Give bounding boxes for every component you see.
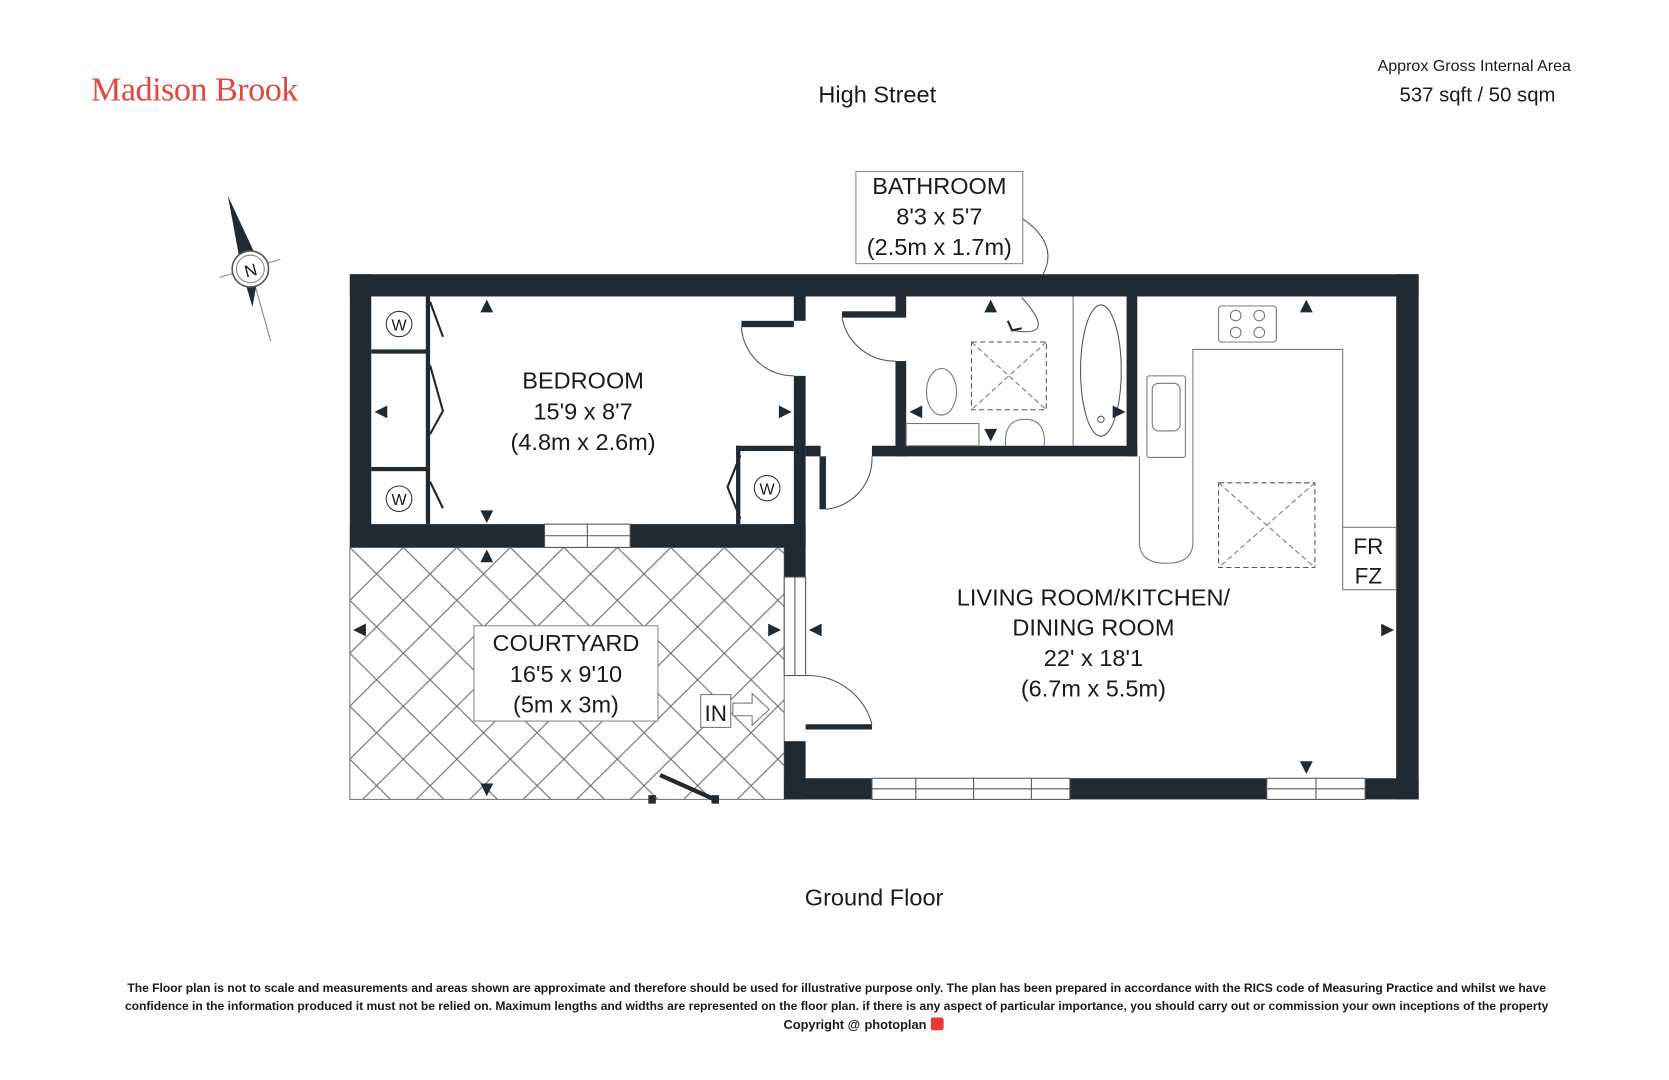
wash-basin [1004, 418, 1045, 446]
hob [1218, 305, 1277, 343]
room-size-metric: (5m x 3m) [513, 692, 619, 718]
room-size-metric: (6.7m x 5.5m) [1021, 676, 1166, 702]
kitchen-fixtures: FR FZ [1138, 305, 1397, 591]
freezer-label: FZ [1355, 564, 1382, 589]
dimension-arrows [353, 299, 1395, 797]
doors [429, 301, 896, 804]
fridge-freezer [1342, 526, 1397, 591]
room-size-imperial: 8'3 x 5'7 [896, 204, 982, 230]
room-name: LIVING ROOM/KITCHEN/ [957, 585, 1231, 611]
area-value: 537 sqft / 50 sqm [1400, 85, 1556, 107]
room-label-living: LIVING ROOM/KITCHEN/ DINING ROOM 22' x 1… [957, 585, 1231, 702]
bathtub [1080, 304, 1122, 437]
walls [349, 274, 1419, 800]
skylight [1218, 482, 1316, 569]
wardrobe-bottom-left: W [385, 485, 413, 512]
company-logo: Madison Brook [91, 72, 299, 109]
toilet [925, 367, 958, 416]
copyright-text: Copyright @ [784, 1017, 861, 1032]
room-size-imperial: 15'9 x 8'7 [533, 398, 632, 424]
disclaimer-line-1: The Floor plan is not to scale and measu… [127, 981, 1546, 995]
sink [1146, 375, 1186, 458]
room-name-line2: DINING ROOM [1012, 614, 1174, 640]
room-size-metric: (2.5m x 1.7m) [867, 234, 1012, 260]
windows [544, 523, 1366, 800]
wardrobe-right: W [753, 474, 781, 502]
area-label: Approx Gross Internal Area [1378, 58, 1572, 75]
property-title: High Street [818, 82, 936, 108]
room-name: COURTYARD [493, 630, 640, 656]
room-size-imperial: 22' x 18'1 [1044, 645, 1143, 671]
entrance-label: IN [705, 701, 727, 726]
room-size-imperial: 16'5 x 9'10 [510, 661, 622, 687]
room-label-bathroom: BATHROOM 8'3 x 5'7 (2.5m x 1.7m) [855, 171, 1024, 265]
wardrobe-label: W [760, 482, 775, 499]
room-label-courtyard: COURTYARD 16'5 x 9'10 (5m x 3m) [473, 625, 659, 722]
wardrobe-label: W [391, 492, 406, 509]
shower-tray [970, 341, 1047, 411]
north-compass-icon: N [219, 195, 281, 342]
room-name: BATHROOM [872, 173, 1006, 199]
bathroom-fixtures [905, 217, 1122, 447]
disclaimer-line-2: confidence in the information produced i… [125, 999, 1549, 1013]
fridge-label: FR [1353, 534, 1383, 559]
photoplan-logo-icon [930, 1017, 944, 1031]
compass-north-label: N [242, 260, 259, 281]
entrance-marker: IN [700, 692, 771, 728]
floor-label: Ground Floor [805, 884, 944, 910]
room-name: BEDROOM [522, 368, 644, 394]
wardrobe-top-left: W [385, 310, 413, 338]
room-size-metric: (4.8m x 2.6m) [511, 429, 656, 455]
entrance-arrow-icon [732, 692, 771, 727]
wardrobe-label: W [391, 317, 406, 334]
room-label-bedroom: BEDROOM 15'9 x 8'7 (4.8m x 2.6m) [511, 368, 656, 455]
photoplan-brand: photoplan [864, 1017, 926, 1032]
